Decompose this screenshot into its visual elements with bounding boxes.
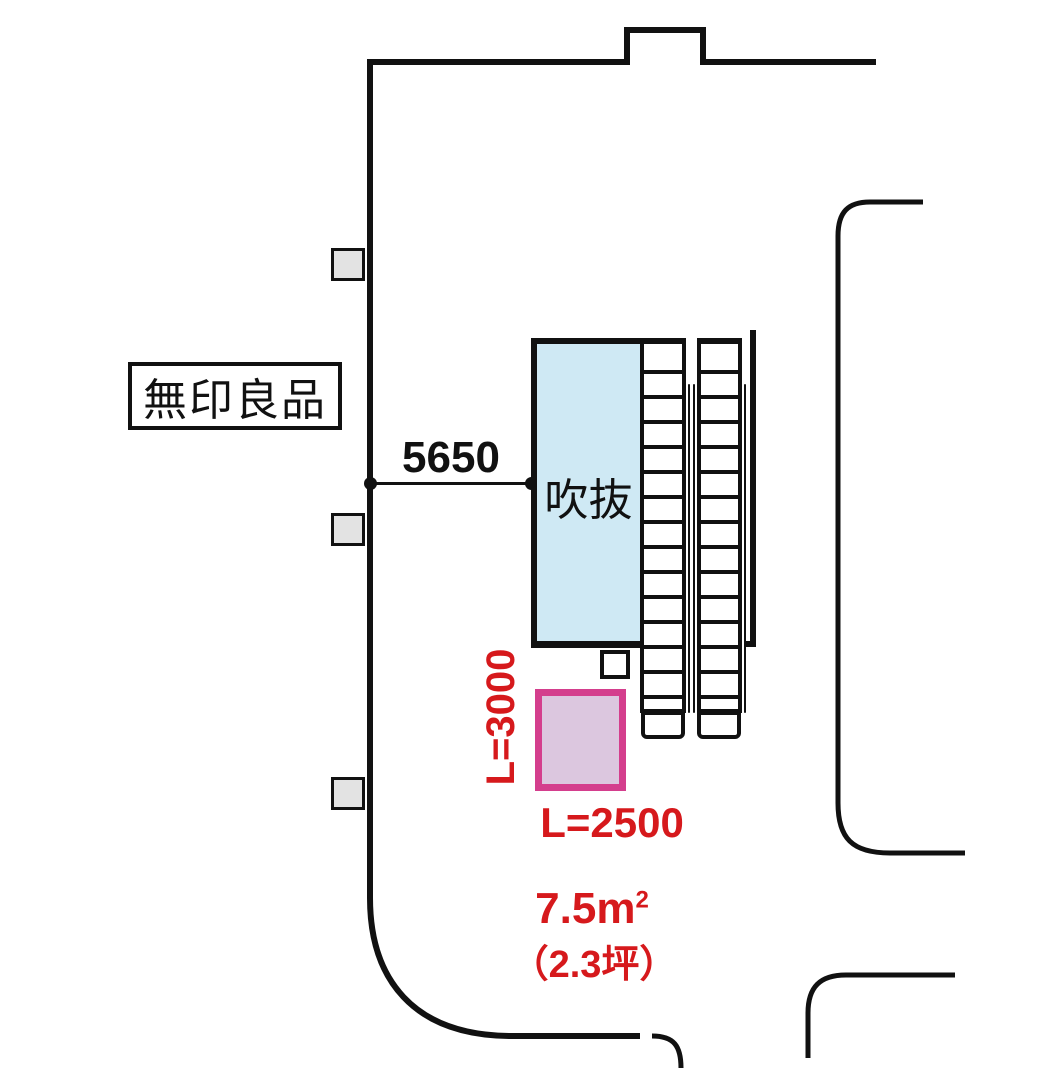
- escalator-left: [640, 338, 686, 713]
- escalator-handrail: [744, 384, 746, 713]
- small-square-marker: [600, 650, 630, 679]
- column-marker: [331, 248, 365, 281]
- escalator-handrail: [693, 384, 695, 713]
- vertical-dimension-label: L=3000: [479, 648, 523, 786]
- area-value: 7.5: [535, 884, 597, 933]
- escalator-side-wall-path: [745, 330, 756, 647]
- store-label: 無印良品: [128, 362, 342, 430]
- dimension-endpoint-dot: [364, 477, 377, 490]
- atrium-area: 吹抜: [531, 338, 640, 648]
- right-wall-path: [835, 199, 965, 856]
- horizontal-dimension-label: L=2500: [540, 799, 684, 846]
- dimension-line: [370, 482, 531, 485]
- entrance-corner-path: [651, 1033, 684, 1069]
- area-label: 7.5m2: [502, 884, 682, 934]
- escalator-landing: [697, 711, 741, 739]
- store-label-text: 無印良品: [143, 376, 327, 425]
- escalator-landing: [641, 711, 685, 739]
- atrium-label: 吹抜: [544, 475, 633, 525]
- outer-wall-path: [367, 27, 876, 1039]
- highlight-area: [535, 689, 626, 791]
- bottom-right-wall-path: [805, 972, 955, 1058]
- area-unit: m: [596, 884, 636, 933]
- escalator-right: [697, 338, 742, 713]
- column-marker: [331, 777, 365, 810]
- escalator-handrail: [688, 384, 690, 713]
- tsubo-label: （2.3坪）: [510, 944, 678, 986]
- column-marker: [331, 513, 365, 546]
- area-superscript: 2: [635, 886, 649, 914]
- dimension-label: 5650: [402, 433, 500, 482]
